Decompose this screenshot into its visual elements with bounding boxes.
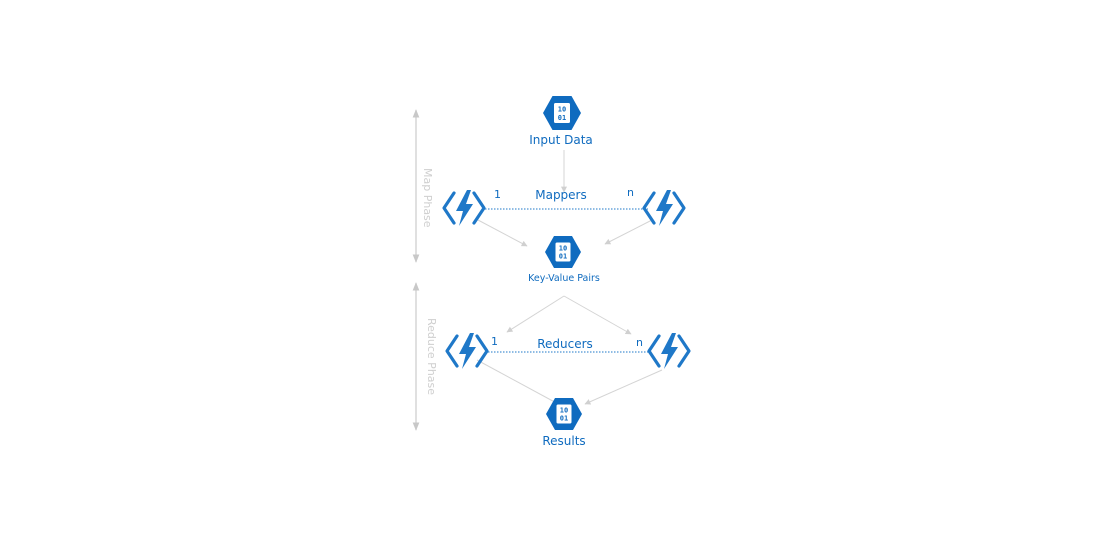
reducer1-to-results-connector (476, 359, 563, 407)
reducer-1-function[interactable] (445, 333, 489, 369)
input-data-label: Input Data (529, 133, 593, 147)
results-label: Results (542, 434, 585, 448)
reducers-last-index: n (636, 336, 643, 349)
key-value-pairs-node[interactable]: 10 01 Key-Value Pairs (528, 236, 600, 284)
results-node[interactable]: 10 01 Results (542, 398, 586, 448)
reduce-phase-label: Reduce Phase (425, 318, 438, 395)
reducers-label: Reducers (537, 337, 593, 351)
data-hexagon-icon: 10 01 (545, 236, 581, 268)
mapper1-to-kv-connector (477, 219, 528, 247)
map-phase-label: Map Phase (421, 168, 434, 228)
results-bits-bottom: 01 (560, 415, 568, 423)
azure-function-icon (442, 190, 486, 226)
data-hexagon-icon: 10 01 (546, 398, 582, 430)
input-data-node[interactable]: 10 01 Input Data (529, 96, 593, 147)
reducer-n-function[interactable] (647, 333, 691, 369)
results-bits-top: 10 (560, 407, 568, 415)
azure-function-icon (445, 333, 489, 369)
reducerN-to-results-connector (584, 369, 663, 405)
reducers-first-index: 1 (491, 335, 498, 348)
mappers-last-index: n (627, 186, 634, 199)
input-bits-bottom: 01 (558, 114, 566, 122)
mapper-1-function[interactable] (442, 190, 486, 226)
key-value-pairs-label: Key-Value Pairs (528, 273, 600, 284)
mapperN-to-kv-connector (604, 219, 653, 245)
azure-function-icon (647, 333, 691, 369)
input-bits-top: 10 (558, 106, 566, 114)
mappers-first-index: 1 (494, 188, 501, 201)
kv-bits-top: 10 (559, 245, 567, 253)
azure-function-icon (642, 190, 686, 226)
mapper-n-function[interactable] (642, 190, 686, 226)
kv-to-reducerN-connector (563, 295, 632, 335)
mappers-label: Mappers (535, 188, 587, 202)
kv-to-reducer1-connector (506, 295, 565, 333)
kv-bits-bottom: 01 (559, 253, 567, 261)
data-hexagon-icon: 10 01 (543, 96, 581, 130)
